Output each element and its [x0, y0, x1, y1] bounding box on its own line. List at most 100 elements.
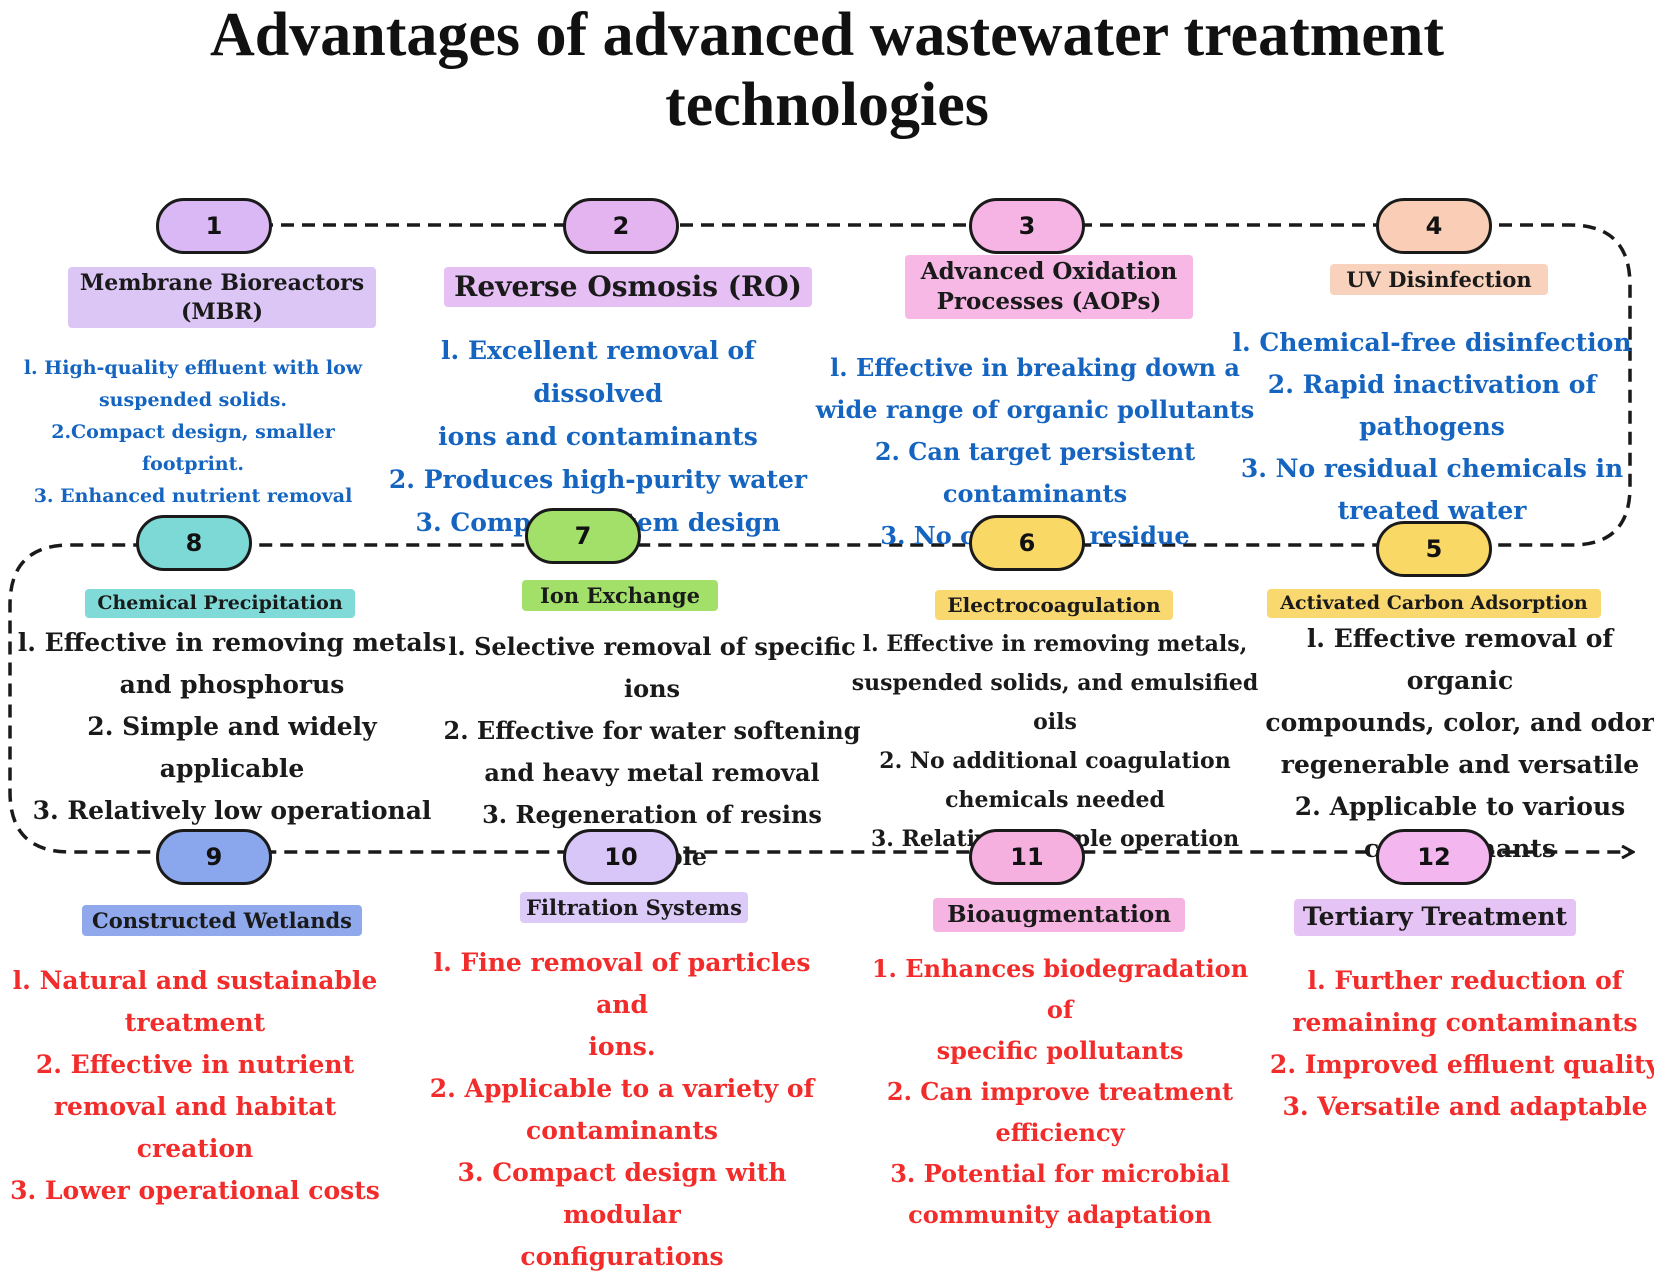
step-heading-line: Bioaugmentation: [947, 901, 1171, 928]
step-description-10: l. Fine removal of particles and ions. 2. …: [412, 942, 832, 1278]
step-description-11: 1. Enhances biodegradation of specific po…: [860, 948, 1260, 1235]
description-line: l. Effective in removing metals: [17, 628, 447, 657]
step-description-4: l. Chemical-free disinfection 2. Rapid in…: [1227, 322, 1637, 532]
description-line: specific pollutants: [936, 1036, 1184, 1065]
description-line: l. Effective removal of organic: [1306, 624, 1614, 695]
step-number-badge-1: 1: [156, 198, 272, 254]
step-heading-line: Filtration Systems: [526, 895, 742, 920]
description-line: community adaptation: [908, 1200, 1212, 1229]
step-heading-line: Tertiary Treatment: [1302, 902, 1568, 931]
description-line: pathogens: [1359, 412, 1505, 441]
description-line: 2. Effective for water softening: [443, 716, 861, 745]
description-line: chemicals needed: [945, 787, 1165, 813]
description-line: 2. Applicable to a variety of: [429, 1074, 815, 1103]
description-line: l. Effective in removing metals,: [862, 631, 1248, 657]
step-heading-4: UV Disinfection: [1330, 264, 1548, 296]
step-heading-line: Membrane Bioreactors: [79, 270, 365, 296]
step-description-3: l. Effective in breaking down a wide rang…: [815, 347, 1255, 557]
description-line: l. Effective in breaking down a: [830, 353, 1240, 382]
step-heading-line: Advanced Oxidation: [920, 258, 1178, 285]
step-heading-5: Activated Carbon Adsorption: [1267, 589, 1601, 618]
description-line: and heavy metal removal: [484, 758, 820, 787]
description-line: contaminants: [526, 1116, 718, 1145]
title-line-2: technologies: [665, 71, 989, 139]
description-line: remaining contaminants: [1292, 1008, 1638, 1037]
description-line: l. Fine removal of particles and: [433, 948, 811, 1019]
step-number-badge-5: 5: [1376, 521, 1492, 577]
step-heading-line: Electrocoagulation: [947, 593, 1161, 617]
step-heading-12: Tertiary Treatment: [1294, 899, 1576, 936]
step-heading-line: (MBR): [180, 298, 264, 325]
step-heading-6: Electrocoagulation: [935, 590, 1173, 620]
step-description-1: l. High-quality effluent with low suspend…: [0, 352, 388, 512]
description-line: 2. No additional coagulation: [879, 748, 1231, 774]
description-line: and phosphorus: [119, 670, 345, 699]
description-line: 2. Applicable to various: [1294, 792, 1626, 821]
step-number-badge-11: 11: [969, 829, 1085, 885]
step-heading-2: Reverse Osmosis (RO): [444, 267, 812, 308]
description-line: compounds, color, and odor: [1265, 708, 1654, 737]
step-number-badge-12: 12: [1376, 829, 1492, 885]
description-line: efficiency: [995, 1118, 1125, 1147]
description-line: configurations: [520, 1242, 724, 1271]
description-line: l. Chemical-free disinfection: [1232, 328, 1632, 357]
description-line: 2. Can improve treatment: [886, 1077, 1234, 1106]
description-line: 2. Produces high-purity water: [388, 465, 808, 494]
description-line: 3. Lower operational costs: [10, 1176, 380, 1205]
step-heading-9: Constructed Wetlands: [82, 905, 362, 937]
description-line: 2. Effective in nutrient: [35, 1050, 355, 1079]
step-number-badge-6: 6: [969, 515, 1085, 571]
description-line: l. Selective removal of specific: [448, 632, 856, 661]
step-heading-11: Bioaugmentation: [933, 898, 1185, 932]
page-title: Advantages of advanced wastewater treatm…: [0, 0, 1654, 140]
title-line-1: Advantages of advanced wastewater treatm…: [209, 1, 1445, 69]
step-number-badge-4: 4: [1376, 198, 1492, 254]
description-line: 1. Enhances biodegradation of: [871, 954, 1249, 1024]
description-line: 3. No residual chemicals in: [1240, 454, 1624, 483]
step-number-badge-10: 10: [563, 829, 679, 885]
description-line: removal and habitat creation: [53, 1092, 337, 1163]
description-line: suspended solids.: [98, 389, 288, 411]
description-line: l. Excellent removal of dissolved: [441, 336, 755, 408]
description-line: 2. Improved effluent quality: [1269, 1050, 1654, 1079]
step-number-badge-7: 7: [525, 508, 641, 564]
step-number-badge-8: 8: [136, 515, 252, 571]
description-line: ions.: [588, 1032, 656, 1061]
step-heading-line: Reverse Osmosis (RO): [454, 270, 802, 303]
description-line: treatment: [124, 1008, 266, 1037]
description-line: wide range of organic pollutants: [815, 395, 1255, 424]
flow-connector-line: [8, 223, 1632, 852]
description-line: 3. Enhanced nutrient removal: [33, 485, 353, 507]
step-heading-7: Ion Exchange: [522, 580, 718, 612]
step-heading-line: Chemical Precipitation: [97, 592, 343, 614]
description-line: l. High-quality effluent with low: [23, 357, 363, 379]
description-line: treated water: [1337, 496, 1527, 525]
step-description-7: l. Selective removal of specific ions 2. E…: [442, 626, 862, 878]
step-number-badge-9: 9: [156, 829, 272, 885]
step-heading-line: Processes (AOPs): [936, 287, 1162, 315]
description-line: ions and contaminants: [438, 422, 758, 451]
step-heading-line: Constructed Wetlands: [92, 908, 352, 933]
step-number-badge-3: 3: [969, 198, 1085, 254]
description-line: 2. Simple and widely applicable: [87, 712, 377, 783]
description-line: 3. Potential for microbial: [890, 1159, 1230, 1188]
flow-path: [8, 223, 1654, 1191]
step-description-6: l. Effective in removing metals,suspende…: [845, 625, 1265, 859]
description-line: 2.Compact design, smaller footprint.: [51, 421, 335, 475]
description-line: l. Natural and sustainable: [12, 966, 378, 995]
step-number-badge-2: 2: [563, 198, 679, 254]
description-line: ions: [623, 674, 681, 703]
step-heading-line: Ion Exchange: [540, 583, 700, 608]
description-line: regenerable and versatile: [1280, 750, 1640, 779]
step-description-12: l. Further reduction of remaining contami…: [1265, 960, 1654, 1128]
step-heading-line: Activated Carbon Adsorption: [1280, 592, 1588, 614]
step-heading-line: UV Disinfection: [1346, 267, 1532, 292]
description-line: l. Further reduction of: [1307, 966, 1623, 995]
description-line: 3. Versatile and adaptable: [1282, 1092, 1648, 1121]
step-description-8: l. Effective in removing metals and phosp…: [17, 622, 447, 874]
step-heading-10: Filtration Systems: [520, 892, 748, 924]
description-line: 2. Rapid inactivation of: [1267, 370, 1597, 399]
step-description-9: l. Natural and sustainable treatment 2. Ef…: [0, 960, 395, 1212]
step-heading-1: Membrane Bioreactors(MBR): [68, 267, 376, 329]
